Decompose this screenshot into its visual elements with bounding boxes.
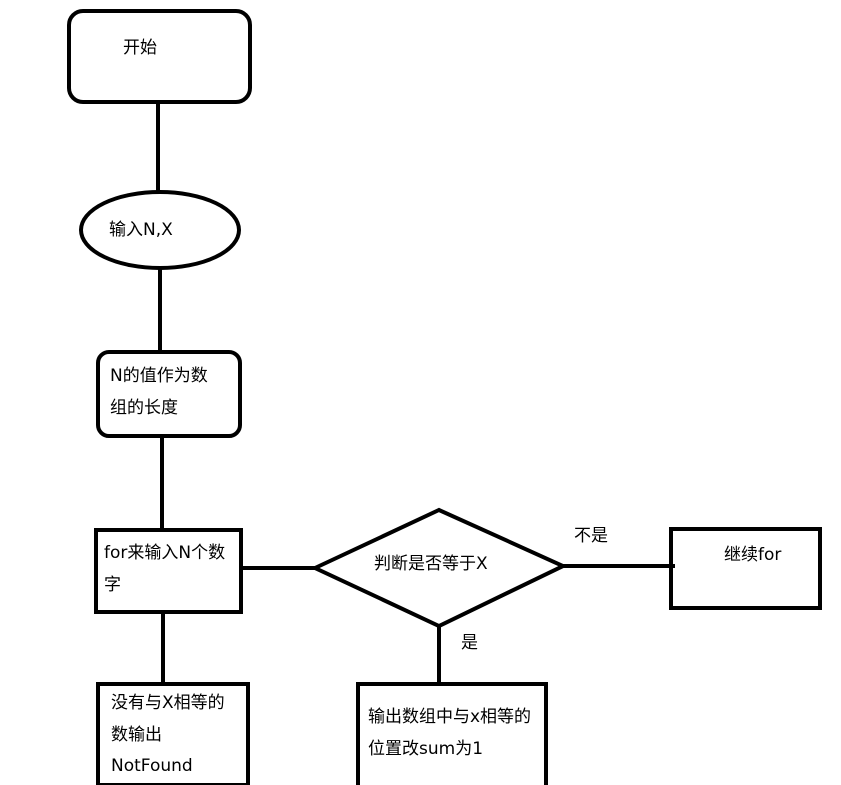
loop-input-label-line2: 字	[104, 575, 121, 595]
not-found-node	[96, 682, 250, 785]
decision-node	[310, 507, 568, 629]
not-found-label-line3: NotFound	[111, 756, 193, 776]
init-array-node	[96, 350, 242, 438]
loop-input-label-line1: for来输入N个数	[104, 543, 226, 563]
no-edge-label: 不是	[574, 526, 608, 546]
loop-input-node	[94, 528, 243, 614]
init-array-label-line2: 组的长度	[110, 398, 178, 418]
init-array-label-line1: N的值作为数	[110, 366, 208, 386]
not-found-label-line2: 数输出	[111, 725, 162, 745]
yes-edge-label: 是	[461, 633, 478, 653]
output-position-label-line2: 位置改sum为1	[368, 739, 484, 759]
start-label: 开始	[123, 38, 157, 58]
not-found-label-line1: 没有与X相等的	[111, 693, 225, 713]
input-node	[79, 190, 241, 270]
output-position-label-line1: 输出数组中与x相等的	[368, 707, 532, 727]
input-label: 输入N,X	[109, 220, 173, 240]
output-position-node	[356, 682, 548, 785]
continue-for-node	[669, 527, 822, 610]
start-node	[67, 9, 252, 104]
decision-label: 判断是否等于X	[374, 554, 488, 574]
continue-for-label: 继续for	[724, 545, 782, 565]
